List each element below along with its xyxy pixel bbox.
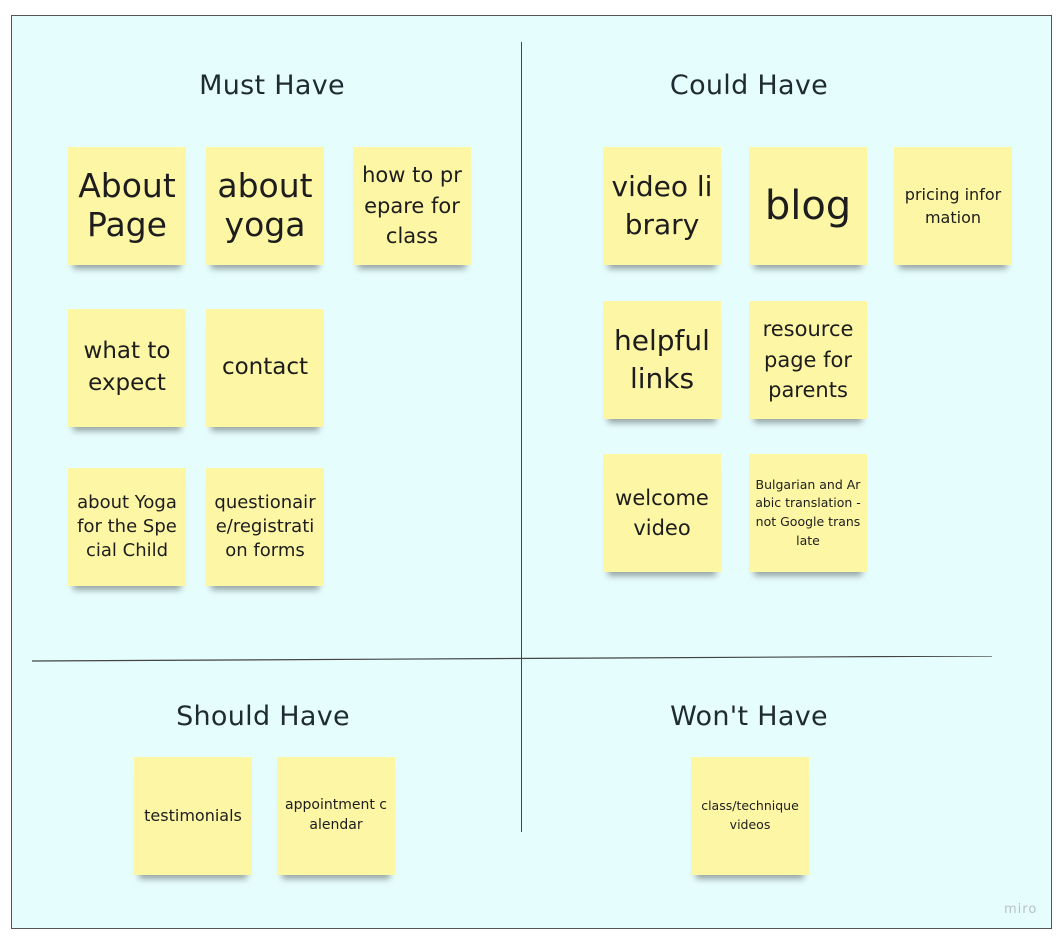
sticky-note-text: contact [221,354,309,381]
sticky-note-text: how to prepare for class [362,163,462,249]
sticky-note[interactable]: pricing information [894,147,1012,265]
sticky-note-text: what to expect [83,338,171,396]
sticky-note[interactable]: testimonials [134,757,252,875]
miro-watermark: miro [1004,902,1038,917]
wont-have-heading: Won't Have [670,701,828,732]
could-have-heading: Could Have [669,70,829,101]
sticky-note-text: class/technique videos [701,798,799,832]
sticky-note-text: testimonials [144,806,242,826]
sticky-note[interactable]: appointment calendar [277,757,395,875]
sticky-note-text: appointment calendar [285,797,387,833]
sticky-note-text: about yoga [217,166,313,244]
sticky-note-text: pricing information [904,184,1002,227]
horizontal-divider [32,656,992,662]
sticky-note[interactable]: contact [206,309,324,427]
vertical-divider [521,42,522,832]
should-have-heading: Should Have [176,701,350,732]
sticky-note-text: Bulgarian and Arabic translation - not G… [755,476,861,548]
sticky-note[interactable]: how to prepare for class [353,147,471,265]
sticky-note[interactable]: helpful links [603,301,721,419]
sticky-note-text: resource page for parents [762,317,854,403]
sticky-note[interactable]: Bulgarian and Arabic translation - not G… [749,454,867,572]
sticky-note-text: welcome video [615,485,709,540]
sticky-note[interactable]: what to expect [68,309,186,427]
sticky-note[interactable]: welcome video [603,454,721,572]
sticky-note[interactable]: About Page [68,147,186,265]
sticky-note[interactable]: about Yoga for the Special Child [68,468,186,586]
sticky-note[interactable]: blog [749,147,867,265]
sticky-note-text: helpful links [614,324,710,395]
sticky-note[interactable]: questionaire/registration forms [206,468,324,586]
sticky-note[interactable]: class/technique videos [691,757,809,875]
sticky-note[interactable]: about yoga [206,147,324,265]
sticky-note-text: About Page [78,166,176,244]
sticky-note-text: blog [764,183,852,229]
sticky-note[interactable]: video library [603,147,721,265]
sticky-note-text: questionaire/registration forms [214,491,316,562]
sticky-note[interactable]: resource page for parents [749,301,867,419]
sticky-note-text: about Yoga for the Special Child [77,491,177,562]
sticky-note-text: video library [611,170,713,241]
must-have-heading: Must Have [199,70,345,101]
